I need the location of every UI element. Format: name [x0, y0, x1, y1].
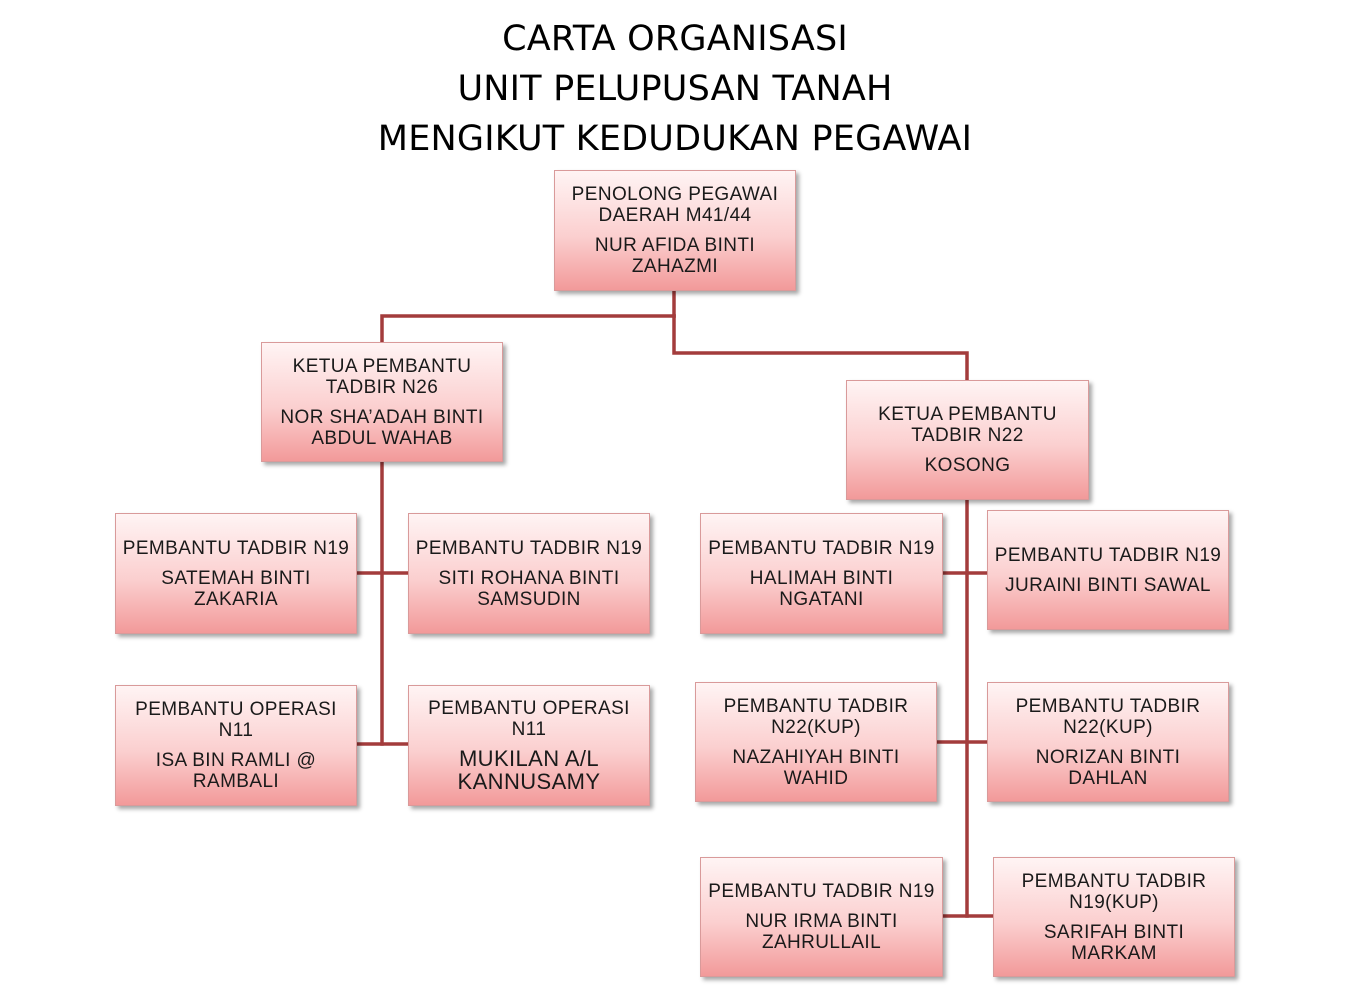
- connector-top-to-right-head: [672, 314, 969, 382]
- node-name: KOSONG: [924, 455, 1011, 476]
- node-sarifah: PEMBANTU TADBIR N19(KUP) SARIFAH BINTI M…: [993, 857, 1235, 977]
- node-name: NUR AFIDA BINTI ZAHAZMI: [594, 235, 756, 277]
- chart-title-line-3: MENGIKUT KEDUDUKAN PEGAWAI: [377, 119, 973, 159]
- node-position: PEMBANTU TADBIR N19: [994, 544, 1222, 566]
- node-position: PEMBANTU TADBIR N19: [415, 537, 643, 559]
- node-name: SATEMAH BINTI ZAKARIA: [161, 567, 311, 610]
- node-halimah: PEMBANTU TADBIR N19 HALIMAH BINTI NGATAN…: [700, 513, 943, 634]
- node-mukilan: PEMBANTU OPERASI N11 MUKILAN A/L KANNUSA…: [408, 685, 650, 806]
- node-name: ISA BIN RAMLI @ RAMBALI: [155, 750, 317, 792]
- chart-title-line-2: UNIT PELUPUSAN TANAH: [457, 69, 893, 109]
- node-position: PEMBANTU TADBIR N19: [708, 537, 935, 559]
- node-position: PEMBANTU OPERASI N11: [135, 699, 337, 741]
- node-nur-irma: PEMBANTU TADBIR N19 NUR IRMA BINTI ZAHRU…: [700, 857, 943, 977]
- node-position: KETUA PEMBANTU TADBIR N22: [878, 404, 1057, 446]
- node-penolong-pegawai-daerah: PENOLONG PEGAWAI DAERAH M41/44 NUR AFIDA…: [554, 170, 796, 291]
- node-name: NOR SHA’ADAH BINTI ABDUL WAHAB: [280, 406, 484, 449]
- node-position: KETUA PEMBANTU TADBIR N26: [292, 355, 472, 398]
- node-name: SITI ROHANA BINTI SAMSUDIN: [438, 567, 620, 610]
- node-position: PEMBANTU TADBIR N19: [708, 881, 935, 902]
- node-juraini: PEMBANTU TADBIR N19 JURAINI BINTI SAWAL: [987, 510, 1229, 630]
- node-nazahiyah: PEMBANTU TADBIR N22(KUP) NAZAHIYAH BINTI…: [695, 682, 937, 802]
- node-position: PEMBANTU OPERASI N11: [428, 698, 630, 740]
- node-ketua-pembantu-tadbir-n22: KETUA PEMBANTU TADBIR N22 KOSONG: [846, 380, 1089, 500]
- node-position: PEMBANTU TADBIR N19: [122, 537, 350, 559]
- node-name: HALIMAH BINTI NGATANI: [749, 567, 894, 610]
- node-position: PENOLONG PEGAWAI DAERAH M41/44: [571, 184, 779, 226]
- node-name: SARIFAH BINTI MARKAM: [1043, 921, 1185, 964]
- node-name: NUR IRMA BINTI ZAHRULLAIL: [745, 911, 898, 953]
- node-name: MUKILAN A/L KANNUSAMY: [457, 746, 601, 794]
- node-name: NORIZAN BINTI DAHLAN: [1035, 746, 1181, 789]
- node-isa-bin-ramli: PEMBANTU OPERASI N11 ISA BIN RAMLI @ RAM…: [115, 685, 357, 806]
- node-position: PEMBANTU TADBIR N19(KUP): [1021, 870, 1207, 913]
- node-siti-rohana: PEMBANTU TADBIR N19 SITI ROHANA BINTI SA…: [408, 513, 650, 634]
- node-position: PEMBANTU TADBIR N22(KUP): [1015, 695, 1201, 738]
- node-norizan: PEMBANTU TADBIR N22(KUP) NORIZAN BINTI D…: [987, 682, 1229, 802]
- node-position: PEMBANTU TADBIR N22(KUP): [723, 695, 909, 738]
- connector-top-to-left-head: [380, 314, 676, 344]
- node-satemah: PEMBANTU TADBIR N19 SATEMAH BINTI ZAKARI…: [115, 513, 357, 634]
- node-name: JURAINI BINTI SAWAL: [1005, 574, 1211, 596]
- node-name: NAZAHIYAH BINTI WAHID: [732, 746, 900, 789]
- node-ketua-pembantu-tadbir-n26: KETUA PEMBANTU TADBIR N26 NOR SHA’ADAH B…: [261, 342, 503, 462]
- chart-title-line-1: CARTA ORGANISASI: [502, 19, 848, 59]
